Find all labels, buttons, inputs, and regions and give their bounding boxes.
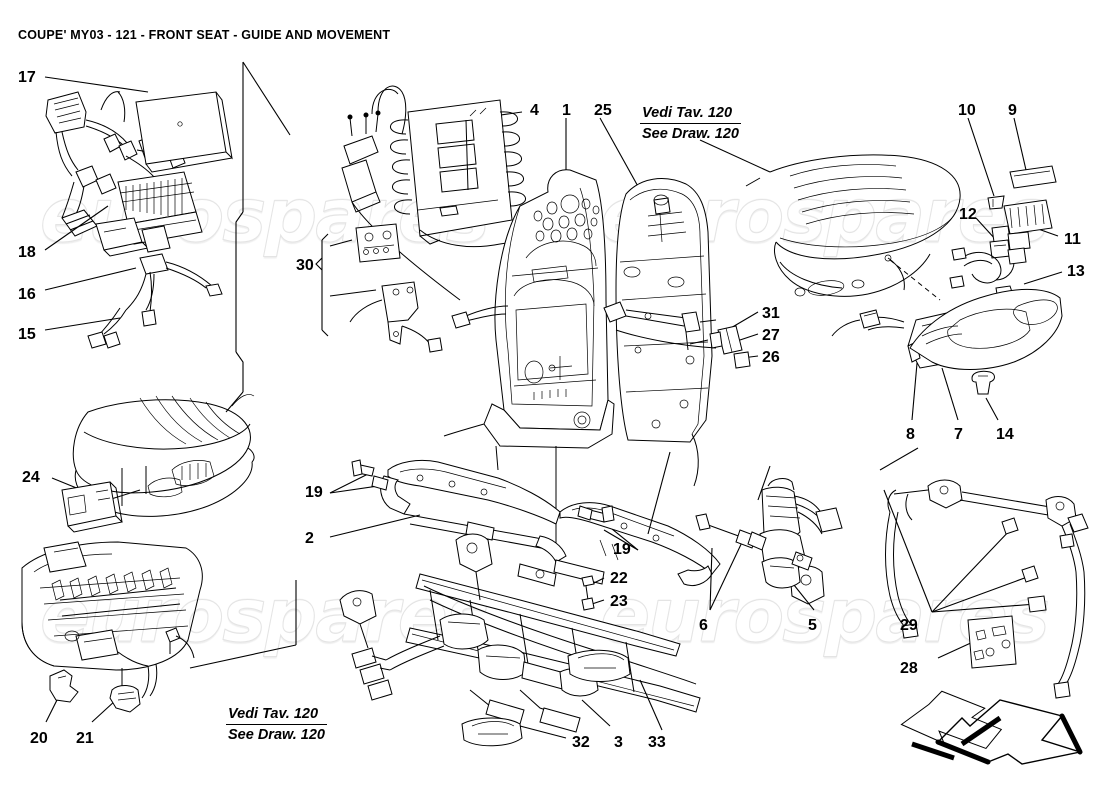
part-16-15-harness [44,253,223,349]
callout-number-32: 32 [572,734,590,751]
callout-number-21: 21 [76,730,94,747]
part-2-seat-rails [329,459,721,587]
callout-number-30: 30 [296,257,314,274]
callout-number-22: 22 [610,570,628,587]
part-4-backrest-heating-pad [341,85,591,301]
callout-number-5: 5 [808,617,817,634]
parts-7-14-trim-panel [909,288,1063,421]
page-title: COUPE' MY03 - 121 - FRONT SEAT - GUIDE A… [18,28,391,42]
part-1-seat-back-frame [443,118,615,560]
note-italian-text: Vedi Tav. 120 [226,705,327,726]
callout-number-31: 31 [762,305,780,322]
part-3-lower-seat-frame [339,533,825,733]
parts-22-23-bolt-washer [581,575,605,611]
callout-number-33: 33 [648,734,666,751]
callout-frame-lines [225,61,297,645]
callout-number-10: 10 [958,102,976,119]
seat-cushion-left-mid [51,394,255,533]
direction-arrow [900,690,1083,765]
callout-number-9: 9 [1008,102,1017,119]
callout-number-27: 27 [762,327,780,344]
callout-number-15: 15 [18,326,36,343]
callout-number-18: 18 [18,244,36,261]
callout-number-29: 29 [900,617,918,634]
parts-31-27-26-bushings [689,311,759,369]
part-18-relay-box [44,171,203,257]
callout-number-7: 7 [954,426,963,443]
callout-number-13: 13 [1067,263,1085,280]
callout-number-26: 26 [762,349,780,366]
callout-number-19: 19 [613,541,631,558]
part-25-backrest-panel [599,117,717,487]
underframe-and-clips [21,541,297,723]
parts-10-9-clips [967,117,1057,210]
note-see-drawing-top: Vedi Tav. 120 See Draw. 120 [640,104,741,143]
note-english-text: See Draw. 120 [642,126,739,143]
callout-number-12: 12 [959,206,977,223]
callout-number-11: 11 [1064,231,1081,248]
callout-number-6: 6 [699,617,708,634]
callout-number-24: 24 [22,469,40,486]
callout-number-17: 17 [18,69,36,86]
part-30-bracket-group [315,223,443,353]
callout-number-16: 16 [18,286,36,303]
callout-number-28: 28 [900,660,918,677]
parts-32-33-covers [461,649,663,747]
parts-29-28-cable-assembly [879,447,1089,699]
callout-number-8: 8 [906,426,915,443]
parts-6-5-motor-assembly [647,451,843,611]
note-see-drawing-bottom: Vedi Tav. 120 See Draw. 120 [226,705,327,744]
callout-number-4: 4 [530,102,539,119]
seat-cushion-upper-right [699,139,961,301]
callout-number-23: 23 [610,593,628,610]
callout-number-20: 20 [30,730,48,747]
note-italian-text: Vedi Tav. 120 [640,104,741,125]
callout-number-19: 19 [305,484,323,501]
callout-number-25: 25 [594,102,612,119]
callout-number-3: 3 [614,734,623,751]
callout-number-1: 1 [562,102,571,119]
note-english-text: See Draw. 120 [228,727,325,744]
callout-number-14: 14 [996,426,1014,443]
callout-number-2: 2 [305,530,314,547]
part-17-control-module [135,91,233,173]
